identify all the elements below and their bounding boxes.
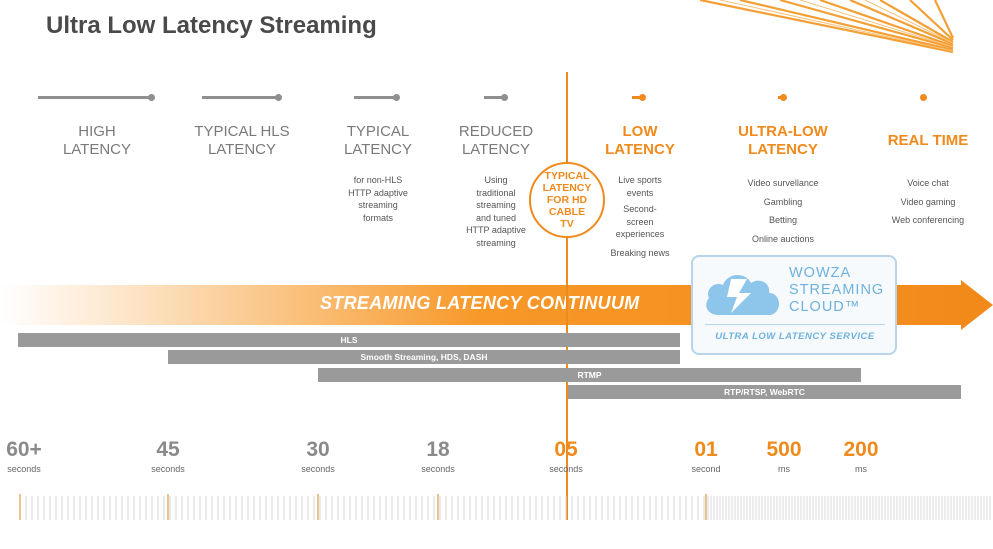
wowza-divider: [705, 324, 885, 325]
latency-indicator-dot: [393, 94, 400, 101]
page-title: Ultra Low Latency Streaming: [46, 12, 377, 39]
tick-value: 45: [156, 438, 180, 461]
tick-unit: ms: [855, 464, 867, 474]
latency-indicator-low: [632, 96, 642, 99]
tick-value: 01: [694, 438, 718, 461]
latency-indicator-dot: [275, 94, 282, 101]
tick-unit: seconds: [151, 464, 185, 474]
tick-unit: seconds: [301, 464, 335, 474]
tick-value: 60+: [6, 438, 42, 461]
continuum-arrow-head: [961, 280, 993, 330]
cloud-lightning-icon: [706, 274, 780, 315]
category-desc-ultra-low: Video survellance Gambling Betting Onlin…: [747, 178, 819, 244]
protocol-bar-rtp-rtsp-webrtc: RTP/RTSP, WebRTC: [568, 385, 961, 399]
tick-unit: ms: [778, 464, 790, 474]
tick-unit: seconds: [7, 464, 41, 474]
protocol-bar-smooth-hds-dash: Smooth Streaming, HDS, DASH: [168, 350, 680, 364]
tick-value: 200: [843, 438, 879, 461]
typical-cable-tv-marker-line: [566, 72, 568, 520]
latency-indicator-real-time: [920, 94, 927, 101]
category-desc-real-time: Voice chat Video gaming Web conferencing: [891, 178, 965, 225]
latency-indicator-typical-hls: [202, 96, 278, 99]
tick-value: 05: [554, 438, 578, 461]
tick-unit: second: [691, 464, 721, 474]
latency-indicator-reduced: [484, 96, 504, 99]
protocol-bar-rtmp: RTMP: [318, 368, 861, 382]
latency-indicator-dot: [780, 94, 787, 101]
tick-unit: seconds: [421, 464, 455, 474]
category-title-real-time: REAL TIME: [887, 132, 969, 149]
protocol-bar-hls: HLS: [18, 333, 680, 347]
tick-unit: seconds: [549, 464, 583, 474]
decorative-streaks: [699, 0, 954, 54]
wowza-subtitle: ULTRA LOW LATENCY SERVICE: [715, 331, 875, 342]
latency-indicator-high: [38, 96, 151, 99]
latency-indicator-dot: [639, 94, 646, 101]
tick-value: 18: [426, 438, 450, 461]
latency-indicator-dot: [148, 94, 155, 101]
tick-value: 30: [306, 438, 330, 461]
latency-indicator-dot: [501, 94, 508, 101]
tick-value: 500: [766, 438, 802, 461]
latency-indicator-typical: [354, 96, 396, 99]
timeline-ruler: [19, 494, 991, 520]
continuum-label: STREAMING LATENCY CONTINUUM: [320, 293, 640, 313]
